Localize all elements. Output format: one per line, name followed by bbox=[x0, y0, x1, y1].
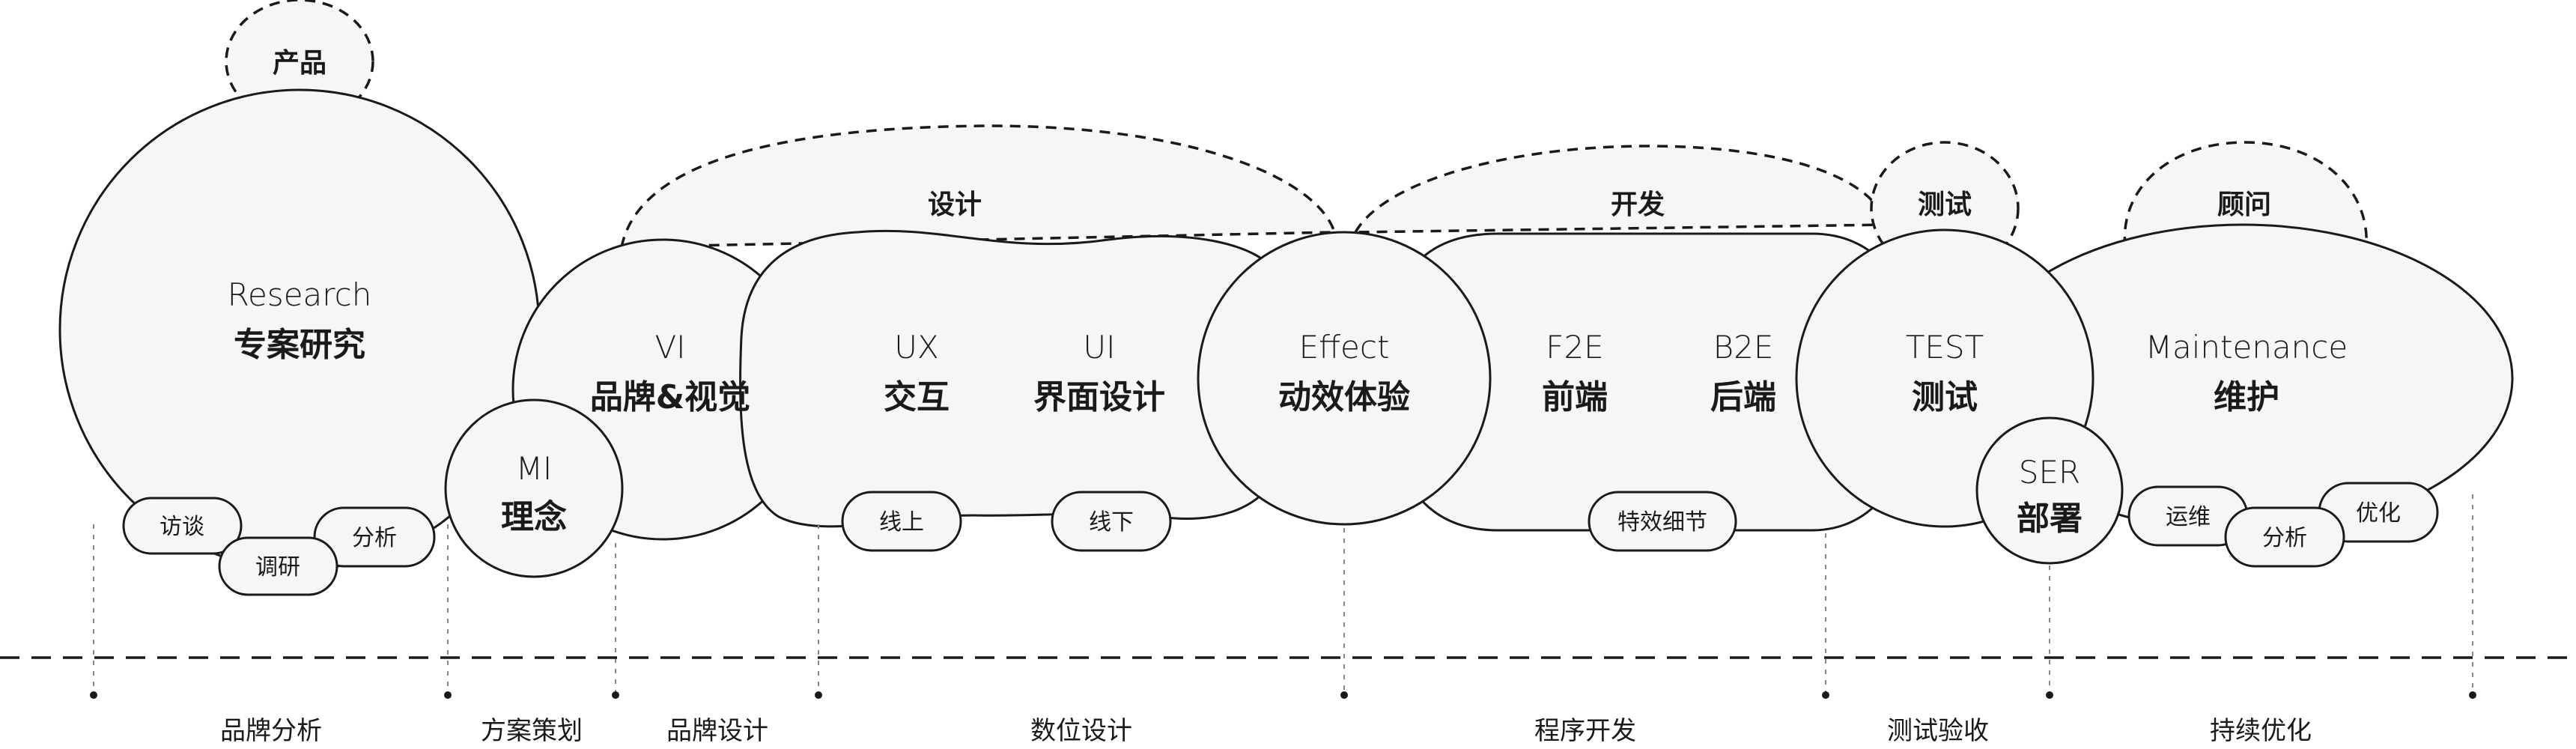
stage-dot bbox=[2469, 691, 2476, 699]
f2e-zh: 前端 bbox=[1542, 378, 1608, 416]
stage-brand-design: 品牌设计 bbox=[666, 716, 768, 746]
top-label-design: 设计 bbox=[928, 189, 982, 220]
stage-brand-analysis: 品牌分析 bbox=[220, 716, 322, 746]
ui-zh: 界面设计 bbox=[1033, 378, 1165, 416]
pill-effect-detail-label: 特效细节 bbox=[1617, 509, 1707, 536]
b2e-en: B2E bbox=[1713, 329, 1774, 366]
pill-analysis-2-label: 分析 bbox=[2262, 525, 2307, 551]
pill-optimize-label: 优化 bbox=[2356, 500, 2401, 527]
pill-analysis-1-label: 分析 bbox=[352, 525, 397, 551]
pill-ops-label: 运维 bbox=[2166, 504, 2211, 530]
stage-dot bbox=[1340, 691, 1348, 699]
effect-en: Effect bbox=[1299, 329, 1390, 366]
f2e-en: F2E bbox=[1546, 329, 1603, 366]
maintenance-en: Maintenance bbox=[2145, 329, 2348, 366]
mi-circle bbox=[444, 398, 624, 578]
ser-en: SER bbox=[2019, 454, 2080, 491]
effect-zh: 动效体验 bbox=[1278, 378, 1410, 416]
stage-dot bbox=[444, 691, 452, 699]
vi-zh: 品牌&视觉 bbox=[590, 378, 750, 416]
ser-circle bbox=[1975, 416, 2124, 565]
ux-zh: 交互 bbox=[884, 378, 950, 416]
stage-planning: 方案策划 bbox=[481, 716, 583, 746]
stage-dot bbox=[815, 691, 822, 699]
develop-dashed-bubble bbox=[1352, 145, 1889, 234]
pill-online: 线上 bbox=[841, 491, 962, 552]
ser-zh: 部署 bbox=[2017, 500, 2083, 538]
ux-ui-blob bbox=[738, 229, 1275, 528]
pill-online-label: 线上 bbox=[879, 509, 924, 536]
pill-analysis-1: 分析 bbox=[313, 506, 436, 568]
stage-digital-design: 数位设计 bbox=[1030, 716, 1132, 746]
pill-interview-label: 访谈 bbox=[160, 514, 204, 540]
pill-survey: 调研 bbox=[218, 536, 338, 596]
stage-dot bbox=[612, 691, 619, 699]
vi-en: VI bbox=[654, 329, 685, 366]
pill-effect-detail: 特效细节 bbox=[1588, 491, 1737, 552]
pill-analysis-2: 分析 bbox=[2224, 506, 2345, 568]
stage-dot bbox=[90, 691, 97, 699]
research-zh: 专案研究 bbox=[234, 326, 365, 364]
test-zh: 测试 bbox=[1912, 378, 1978, 416]
stage-dot bbox=[1822, 691, 1829, 699]
stage-test-accept: 测试验收 bbox=[1887, 716, 1989, 746]
top-label-test: 测试 bbox=[1918, 189, 1972, 220]
maintenance-zh: 维护 bbox=[2214, 378, 2279, 416]
design-dashed-bubble bbox=[619, 124, 1337, 249]
stage-dot bbox=[2046, 691, 2053, 699]
consult-dashed-bubble bbox=[2123, 141, 2368, 249]
stage-continuous-opt: 持续优化 bbox=[2210, 716, 2312, 746]
pill-offline-label: 线下 bbox=[1089, 509, 1134, 536]
pill-interview: 访谈 bbox=[122, 497, 243, 555]
mi-zh: 理念 bbox=[501, 498, 567, 536]
pill-offline: 线下 bbox=[1051, 491, 1172, 552]
mi-en: MI bbox=[516, 450, 553, 487]
top-label-product: 产品 bbox=[273, 48, 326, 79]
ux-en: UX bbox=[894, 329, 939, 366]
test-en: TEST bbox=[1906, 329, 1984, 366]
pill-survey-label: 调研 bbox=[255, 554, 300, 580]
ui-en: UI bbox=[1083, 329, 1115, 366]
top-label-consult: 顾问 bbox=[2217, 189, 2271, 220]
stage-program-dev: 程序开发 bbox=[1534, 716, 1636, 746]
top-label-develop: 开发 bbox=[1611, 189, 1665, 220]
research-en: Research bbox=[228, 276, 372, 313]
b2e-zh: 后端 bbox=[1710, 378, 1776, 416]
effect-circle bbox=[1197, 231, 1492, 526]
